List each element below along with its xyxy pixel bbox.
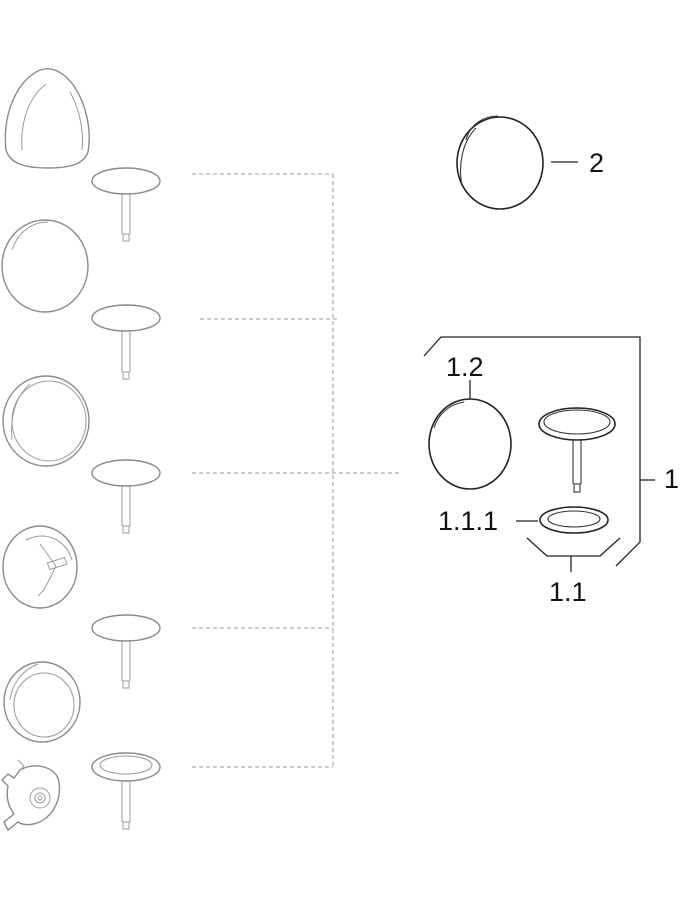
stopper-variant-1 [91,167,161,242]
part-1-1-stopper [538,407,616,493]
callout-1: 1 [664,464,679,494]
stopper-variant-3 [91,459,161,534]
part-2-cover-cap: 2 [456,115,604,210]
stopper-variant-4 [91,614,161,689]
stopper-variant-2 [91,304,161,380]
base-plate-with-clips [1,759,61,832]
assembly-1-bracket: 1 [423,336,679,567]
cap-variant-round-rimmed [2,375,90,467]
stopper-variant-5 [91,752,161,830]
cap-variant-beveled-ring [3,661,81,743]
callout-1-1-1: 1.1.1 [438,506,498,536]
callout-1-1: 1.1 [549,577,587,607]
variant-bracket [192,173,400,768]
callout-1-2: 1.2 [446,352,484,382]
part-1-1-1-seal-ring: 1.1.1 [438,506,609,536]
cap-variant-round-flat [1,219,89,313]
sub-assembly-1-1-bracket: 1.1 [526,537,621,607]
callout-2: 2 [589,148,604,178]
cap-variant-wedge [4,68,90,169]
part-1-2-cap: 1.2 [428,352,512,490]
cap-variant-logo-plate [2,525,78,609]
